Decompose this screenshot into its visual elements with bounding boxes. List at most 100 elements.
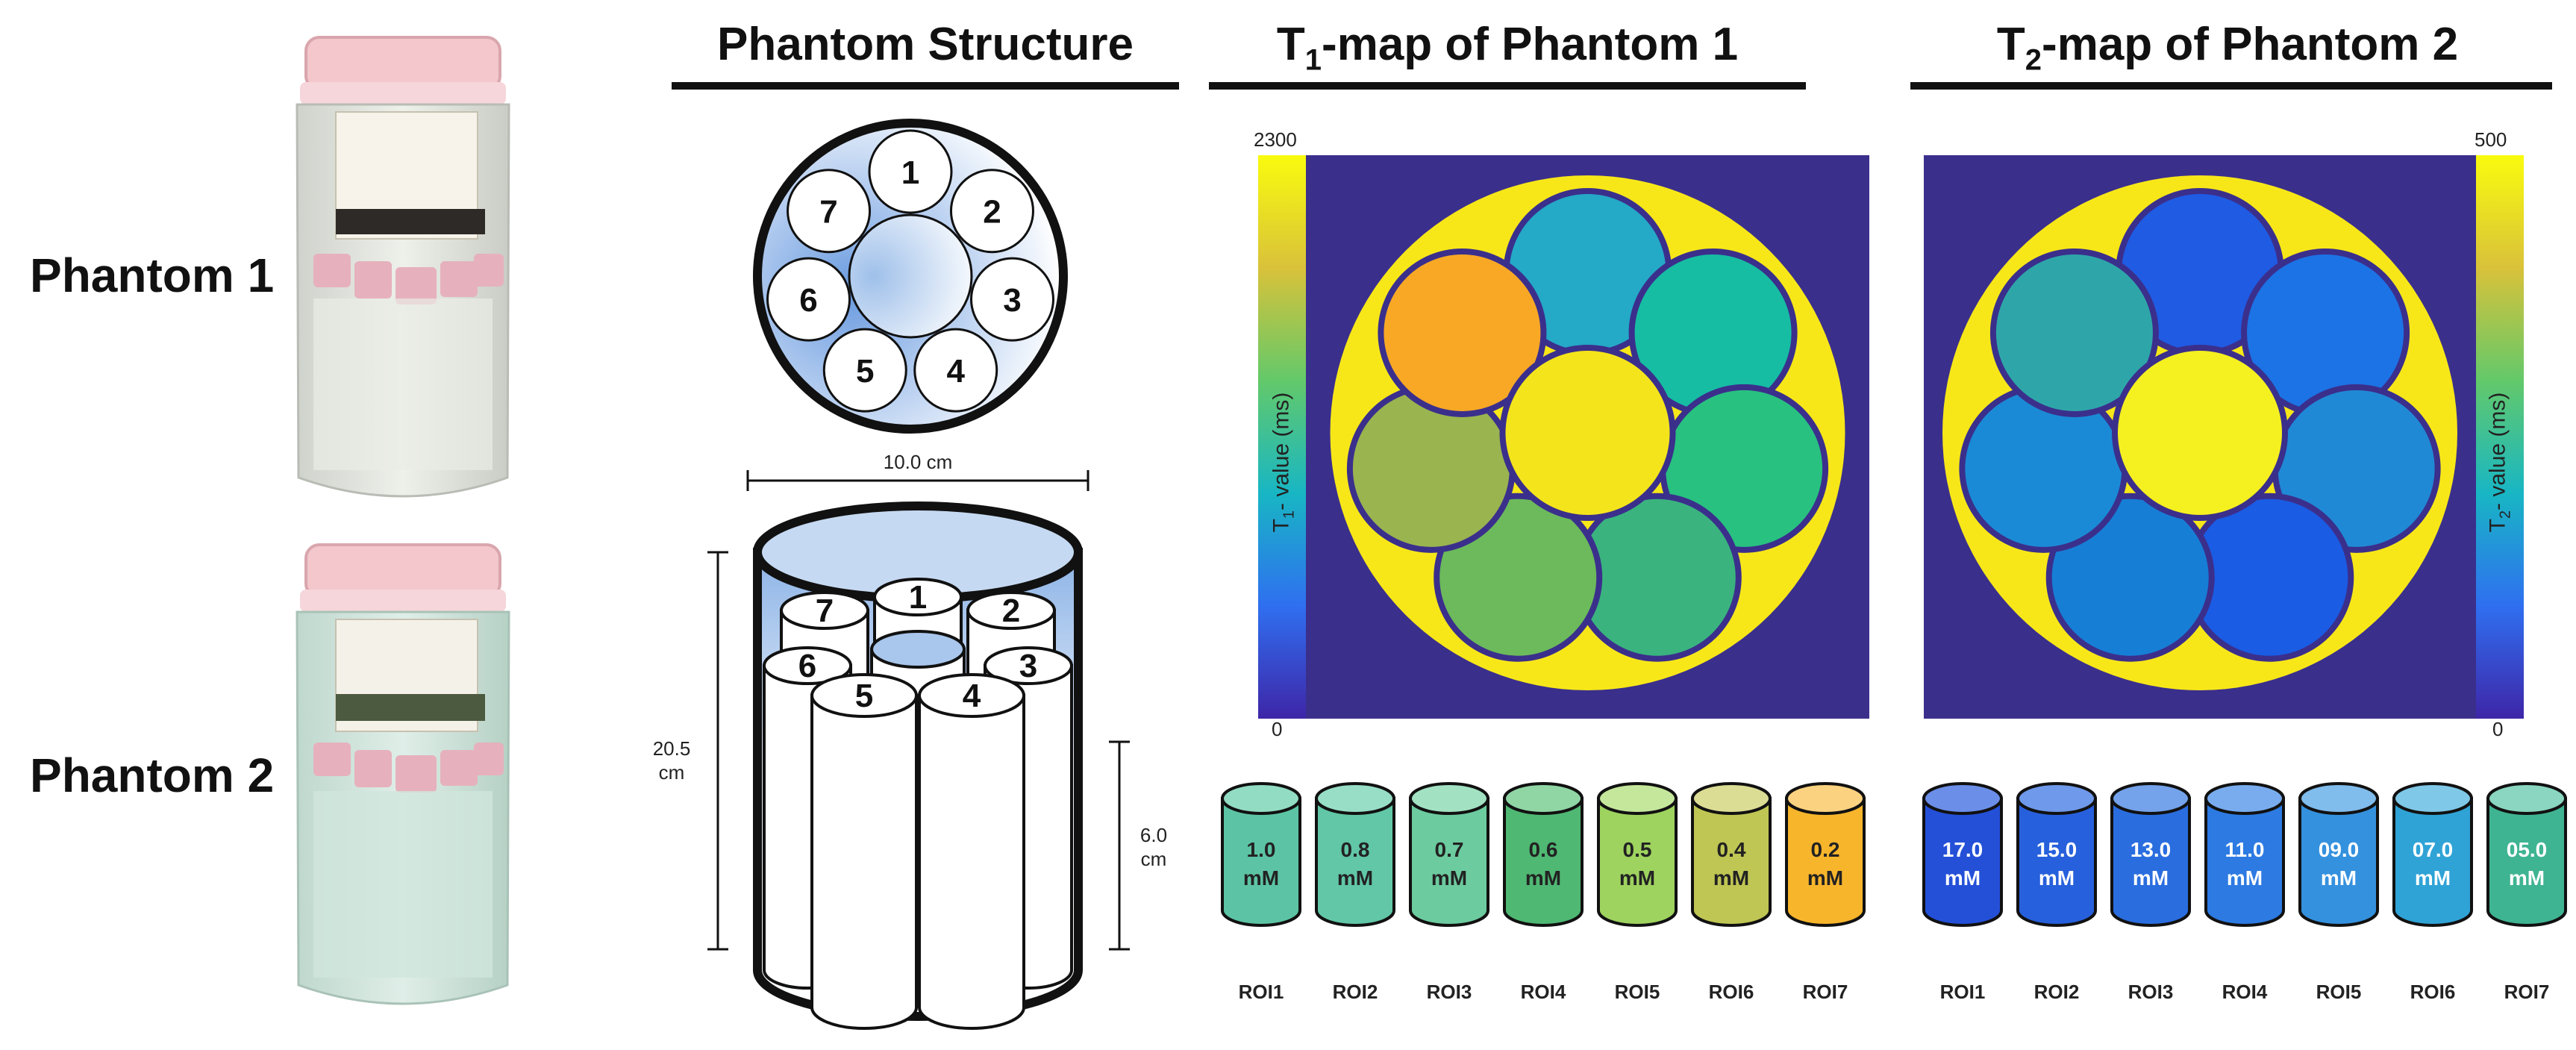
roi-concentration-2: 0.8 <box>1341 838 1370 861</box>
roi-concentration-4: 11.0 <box>2225 838 2265 861</box>
roi-concentration-1: 17.0 <box>1942 838 1983 861</box>
t1-colorbar <box>1258 155 1306 719</box>
roi-cylinder-7 <box>2486 797 2567 927</box>
roi-cylinder-top-4 <box>2204 782 2285 815</box>
structure-title: Phantom Structure <box>716 19 1134 70</box>
roi-concentration-6: 0.4 <box>1717 838 1746 861</box>
roi-label-2: ROI2 <box>2034 981 2080 1003</box>
t1map-tube-3 <box>1666 390 1823 547</box>
height-dimension-label-2: cm <box>659 761 685 784</box>
side-view-tube-top-1 <box>780 591 869 630</box>
roi-cylinder-6 <box>2392 797 2473 927</box>
roi-unit-2: mM <box>2039 866 2075 890</box>
t1map-tube-7 <box>1384 254 1541 411</box>
roi-cylinder-top-5 <box>2298 782 2379 815</box>
roi-unit-5: mM <box>2321 866 2357 890</box>
roi-concentration-3: 13.0 <box>2130 838 2172 861</box>
roi-concentration-3: 0.7 <box>1435 838 1464 861</box>
side-view-tube-number-6: 6 <box>798 648 816 684</box>
t2-title-rule <box>1910 82 2552 90</box>
roi-label-5: ROI5 <box>1615 981 1660 1003</box>
side-view-tube-top-7 <box>918 673 1025 718</box>
roi-cylinder-7 <box>1785 797 1866 927</box>
roi-label-5: ROI5 <box>2316 981 2362 1003</box>
top-view-tube-number-7: 7 <box>819 194 837 231</box>
roi-cylinder-5 <box>2298 797 2379 927</box>
roi-label-3: ROI3 <box>1427 981 1472 1003</box>
height-dimension-label-1: 20.5 <box>653 737 691 760</box>
roi-cylinder-top-1 <box>1221 782 1301 815</box>
roi-cylinder-top-2 <box>1315 782 1395 815</box>
roi-cylinder-1 <box>1922 797 2003 927</box>
t2map-tube-2 <box>2247 254 2404 411</box>
roi-label-7: ROI7 <box>1803 981 1848 1003</box>
roi-label-4: ROI4 <box>2222 981 2268 1003</box>
roi-cylinder-top-6 <box>1691 782 1772 815</box>
roi-cylinder-3 <box>2110 797 2191 927</box>
side-view-tube-top-2 <box>966 591 1056 630</box>
roi-concentration-5: 09.0 <box>2319 838 2360 861</box>
roi-cylinder-4 <box>2204 797 2285 927</box>
t1map-tube-2 <box>1634 254 1792 411</box>
roi-concentration-6: 07.0 <box>2413 838 2454 861</box>
top-view-tube-3 <box>969 257 1054 342</box>
top-view-tube-4 <box>913 328 998 413</box>
t1map-tube-1 <box>1509 194 1666 351</box>
t2-colorbar-label: T2- value (ms) <box>2485 392 2514 533</box>
roi-label-6: ROI6 <box>2410 981 2456 1003</box>
roi-label-1: ROI1 <box>1239 981 1284 1003</box>
structure-title-rule <box>672 82 1179 90</box>
t2map-tube-7 <box>1995 254 2153 411</box>
roi-cylinder-top-5 <box>1597 782 1678 815</box>
side-view-tube-top-5 <box>984 646 1073 685</box>
t1map-tube-4 <box>1578 499 1736 656</box>
roi-label-2: ROI2 <box>1333 981 1378 1003</box>
roi-unit-6: mM <box>1713 866 1749 890</box>
top-view-tube-7 <box>787 169 872 254</box>
t2-map <box>1924 155 2476 719</box>
roi-unit-1: mM <box>1945 866 1981 890</box>
roi-label-3: ROI3 <box>2128 981 2174 1003</box>
tube-height-label-1: 6.0 <box>1140 824 1167 846</box>
side-view-tube-body-6 <box>810 694 918 1030</box>
roi-unit-7: mM <box>1807 866 1843 890</box>
roi-concentration-4: 0.6 <box>1529 838 1558 861</box>
roi-unit-4: mM <box>1525 866 1561 890</box>
roi-cylinder-top-3 <box>1409 782 1489 815</box>
roi-cylinder-5 <box>1597 797 1678 927</box>
t2-colorbar-min: 0 <box>2492 718 2504 740</box>
roi-cylinder-3 <box>1409 797 1489 927</box>
roi-concentration-7: 05.0 <box>2507 838 2548 861</box>
roi-cylinder-6 <box>1691 797 1772 927</box>
t1-colorbar-max: 2300 <box>1254 128 1297 151</box>
side-view-tube-number-5: 5 <box>855 678 873 714</box>
roi-unit-7: mM <box>2509 866 2545 890</box>
t2-panel-title: T2-map of Phantom 2 <box>1996 19 2459 77</box>
roi-unit-5: mM <box>1619 866 1655 890</box>
t2map-tube-5 <box>2051 499 2209 656</box>
t1-map <box>1306 155 1869 719</box>
roi-concentration-2: 15.0 <box>2036 838 2078 861</box>
roi-unit-2: mM <box>1337 866 1373 890</box>
top-view-tube-number-5: 5 <box>856 353 874 390</box>
phantom2-label: Phantom 2 <box>30 749 275 802</box>
roi-cylinder-top-6 <box>2392 782 2473 815</box>
side-view-tube-number-7: 7 <box>816 593 834 629</box>
top-view-tube-number-1: 1 <box>901 154 919 191</box>
roi-cylinder-2 <box>2016 797 2097 927</box>
roi-unit-6: mM <box>2415 866 2451 890</box>
top-view-tube-number-3: 3 <box>1003 282 1021 319</box>
t1-roi-cylinders: 1.0mMROI10.8mMROI20.7mMROI30.6mMROI40.5m… <box>1221 782 1866 1003</box>
roi-unit-3: mM <box>1431 866 1467 890</box>
roi-label-4: ROI4 <box>1521 981 1566 1003</box>
top-view-tube-2 <box>949 169 1034 254</box>
t2map-center-tube <box>2118 351 2282 515</box>
top-view-tube-number-4: 4 <box>947 353 966 390</box>
phantom1-label: Phantom 1 <box>30 249 275 302</box>
roi-unit-1: mM <box>1243 866 1279 890</box>
top-view-tube-number-2: 2 <box>983 194 1001 231</box>
roi-cylinder-top-4 <box>1503 782 1584 815</box>
